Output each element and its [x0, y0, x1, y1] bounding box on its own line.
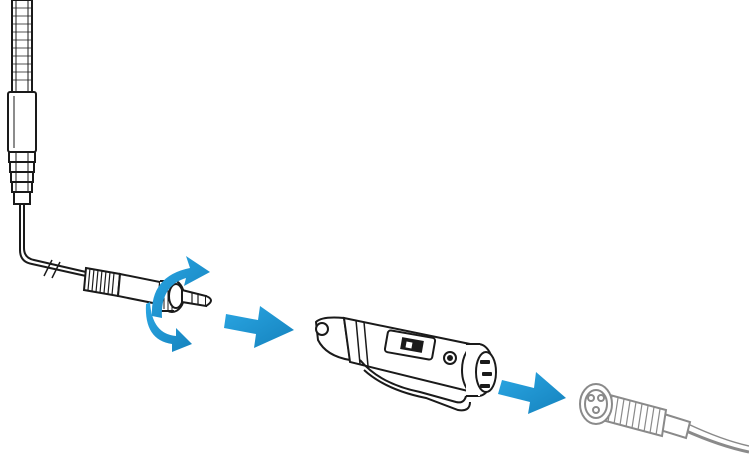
jack-to-xlr-adapter — [314, 316, 497, 412]
arrow-right-icon-2 — [498, 372, 566, 414]
arrow-right-icon — [224, 306, 294, 348]
rotate-icon — [145, 256, 210, 352]
mic-cable — [19, 204, 87, 279]
gooseneck-shaft — [11, 0, 33, 93]
gooseneck-connector-sleeve — [7, 91, 37, 205]
xlr-female-connector — [579, 383, 749, 454]
